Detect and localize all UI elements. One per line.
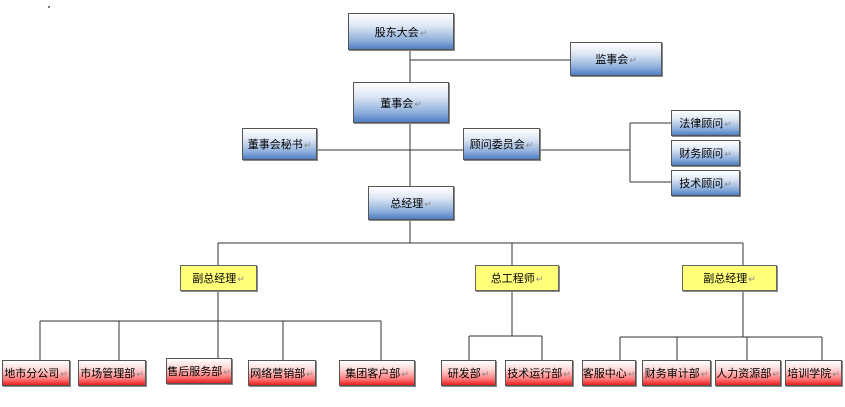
node-label: 总经理 — [390, 197, 424, 210]
paragraph-mark: ↵ — [237, 275, 245, 285]
node-service-center[interactable]: 客服中心↵ — [582, 360, 636, 386]
node-label: 总工程师 — [490, 272, 535, 285]
node-label: 副总经理 — [192, 272, 237, 285]
node-tech-advisor[interactable]: 技术顾问↵ — [671, 170, 740, 196]
paragraph-mark: ↵ — [832, 370, 840, 380]
node-label: 市场管理部 — [80, 367, 136, 380]
paragraph-mark: ↵ — [60, 370, 68, 380]
paragraph-mark: ↵ — [414, 99, 422, 110]
paragraph-mark: ↵ — [481, 370, 490, 380]
node-general-manager[interactable]: 总经理↵ — [368, 186, 454, 220]
paragraph-mark: ↵ — [724, 120, 732, 130]
node-board-of-directors[interactable]: 董事会↵ — [353, 82, 449, 123]
node-label: 研发部 — [447, 367, 481, 380]
paragraph-mark: ↵ — [223, 368, 231, 378]
paragraph-mark: ↵ — [424, 200, 432, 210]
node-finance-advisor[interactable]: 财务顾问↵ — [671, 140, 740, 166]
paragraph-mark: ↵ — [627, 370, 636, 380]
node-label: 财务顾问 — [679, 147, 724, 160]
node-supervisory-board[interactable]: 监事会↵ — [570, 42, 662, 76]
paragraph-mark: ↵ — [772, 370, 780, 380]
node-deputy-gm-right[interactable]: 副总经理↵ — [682, 265, 777, 291]
paragraph-mark: ↵ — [629, 56, 637, 66]
node-label: 技术顾问 — [679, 177, 724, 190]
node-online-sales-dept[interactable]: 网络营销部↵ — [248, 360, 316, 386]
paragraph-mark: ↵ — [303, 141, 312, 151]
node-board-secretary[interactable]: 董事会秘书↵ — [242, 128, 317, 160]
node-label: 副总经理 — [703, 272, 748, 285]
node-chief-engineer[interactable]: 总工程师↵ — [475, 265, 559, 291]
node-label: 售后服务部 — [167, 365, 223, 378]
paragraph-mark: ↵ — [535, 275, 544, 285]
paragraph-mark: ↵ — [419, 28, 428, 39]
node-group-clients-dept[interactable]: 集团客户部↵ — [339, 360, 415, 386]
node-label: 董事会 — [380, 96, 414, 110]
paragraph-mark: ↵ — [563, 370, 571, 380]
paragraph-mark: ↵ — [525, 141, 534, 151]
node-label: 技术运行部 — [507, 367, 563, 380]
node-label: 法律顾问 — [679, 117, 724, 130]
node-label: 网络营销部 — [250, 367, 306, 380]
node-label: 培训学院 — [787, 367, 832, 380]
node-label: 客服中心 — [582, 367, 627, 380]
node-label: 财务审计部 — [644, 367, 700, 380]
node-finance-audit-dept[interactable]: 财务审计部↵ — [642, 360, 711, 386]
paragraph-mark: ↵ — [401, 370, 409, 380]
node-legal-advisor[interactable]: 法律顾问↵ — [671, 110, 740, 136]
node-tech-ops-dept[interactable]: 技术运行部↵ — [505, 360, 573, 386]
node-label: 股东大会 — [374, 25, 419, 39]
paragraph-mark: ↵ — [700, 370, 709, 380]
node-advisory-committee[interactable]: 顾问委员会↵ — [463, 128, 540, 160]
node-local-branch[interactable]: 地市分公司↵ — [2, 360, 70, 386]
paragraph-mark: ↵ — [724, 150, 732, 160]
node-label: 人力资源部 — [716, 367, 772, 380]
paragraph-mark: ↵ — [748, 275, 756, 285]
node-label: 集团客户部 — [345, 367, 401, 380]
node-hr-dept[interactable]: 人力资源部↵ — [715, 360, 781, 386]
node-market-dept[interactable]: 市场管理部↵ — [78, 360, 146, 386]
node-rd-dept[interactable]: 研发部↵ — [441, 360, 496, 386]
node-label: 监事会 — [595, 53, 629, 66]
node-after-sales-dept[interactable]: 售后服务部↵ — [166, 358, 232, 384]
paragraph-mark: ↵ — [306, 370, 314, 380]
node-label: 顾问委员会 — [469, 138, 525, 151]
node-label: 地市分公司 — [4, 367, 60, 380]
node-deputy-gm-left[interactable]: 副总经理↵ — [180, 265, 257, 291]
paragraph-mark: ↵ — [724, 180, 732, 190]
paragraph-mark: ↵ — [136, 370, 144, 380]
node-training-school[interactable]: 培训学院↵ — [785, 360, 842, 386]
node-label: 董事会秘书 — [247, 138, 303, 151]
decorative-dot — [48, 6, 50, 8]
node-shareholders-meeting[interactable]: 股东大会↵ — [348, 13, 454, 50]
